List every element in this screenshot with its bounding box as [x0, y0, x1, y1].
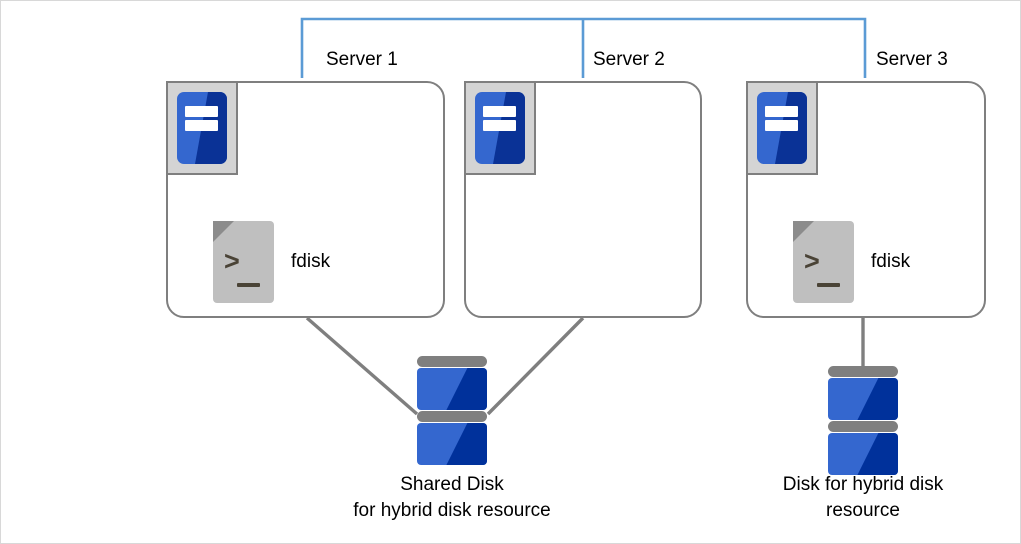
- disk-body-upper: [417, 368, 487, 410]
- disk-platter-middle: [417, 411, 487, 422]
- server-box-2[interactable]: [464, 81, 702, 318]
- hybrid-disk-caption: Disk for hybrid disk resource: [782, 474, 944, 522]
- server-chassis: [475, 92, 525, 164]
- shared-disk-caption: Shared Disk for hybrid disk resource: [353, 474, 551, 522]
- disk-platter-middle: [828, 421, 898, 432]
- disk-body-shade: [446, 423, 487, 465]
- fdisk-label-3: fdisk: [871, 251, 911, 272]
- hybrid-disk-icon[interactable]: [828, 366, 898, 476]
- fdisk-label-1: fdisk: [291, 251, 331, 272]
- disk-body-upper: [828, 378, 898, 420]
- server-label-1: Server 1: [326, 49, 398, 70]
- disk-body-lower: [828, 433, 898, 475]
- server-icon: [746, 81, 818, 175]
- server-slot-bar-1: [185, 105, 218, 117]
- disk-body-lower: [417, 423, 487, 465]
- prompt-cursor-glyph: [237, 283, 260, 287]
- server-icon: [166, 81, 238, 175]
- disk-platter-top: [417, 356, 487, 367]
- disk-platter-top: [828, 366, 898, 377]
- script-file-icon: >: [213, 221, 274, 303]
- server-icon: [464, 81, 536, 175]
- script-file-icon: >: [793, 221, 854, 303]
- shared-disk-icon[interactable]: [417, 356, 487, 466]
- prompt-caret-glyph: >: [804, 246, 820, 276]
- prompt-cursor-glyph: [817, 283, 840, 287]
- server-slot-bar-1: [765, 105, 798, 117]
- disk-body-shade: [446, 368, 487, 410]
- fdisk-item-1[interactable]: > fdisk: [213, 221, 330, 303]
- server-chassis: [757, 92, 807, 164]
- server-chassis: [177, 92, 227, 164]
- disk-body-shade: [857, 378, 898, 420]
- disk-body-shade: [857, 433, 898, 475]
- server-box-1[interactable]: > fdisk: [166, 81, 445, 318]
- server-slot-bar-1: [483, 105, 516, 117]
- server-slot-bar-2: [765, 120, 798, 132]
- fdisk-item-3[interactable]: > fdisk: [793, 221, 910, 303]
- page-fold-corner: [213, 221, 234, 242]
- prompt-caret-glyph: >: [224, 246, 240, 276]
- server-slot-bar-2: [483, 120, 516, 132]
- server-slot-bar-2: [185, 120, 218, 132]
- server-label-2: Server 2: [593, 49, 665, 70]
- page-fold-corner: [793, 221, 814, 242]
- server-label-3: Server 3: [876, 49, 948, 70]
- server-box-3[interactable]: > fdisk: [746, 81, 986, 318]
